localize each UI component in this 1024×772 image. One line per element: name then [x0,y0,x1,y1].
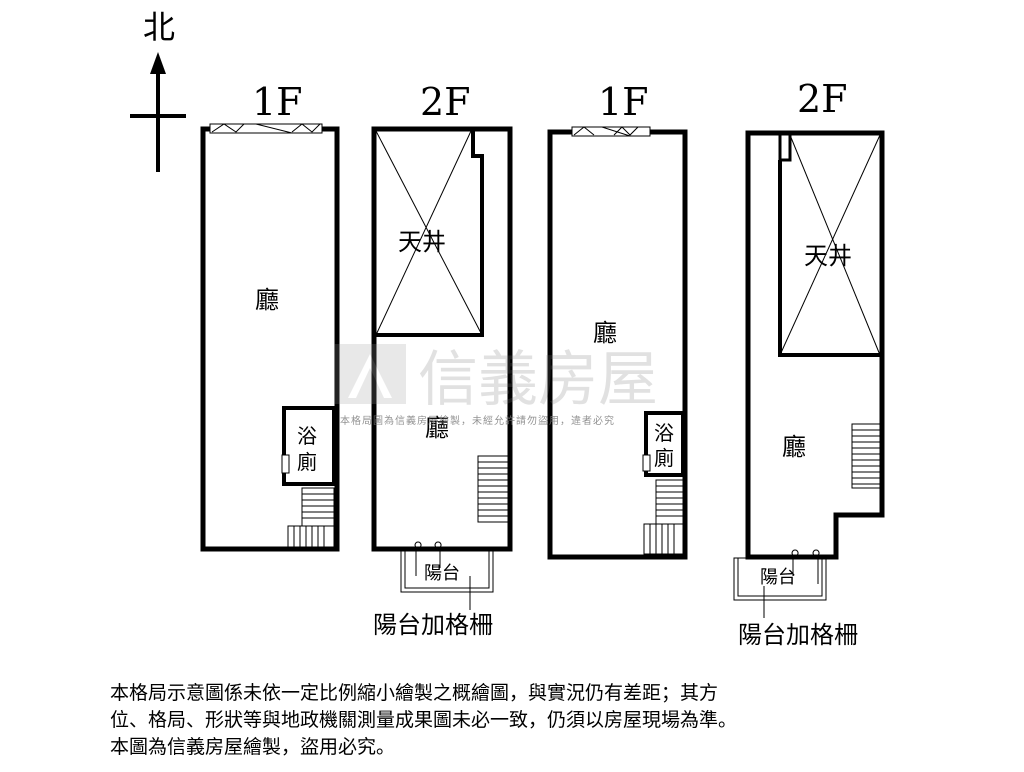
bathroom-wall [282,406,336,486]
brand-logo-icon: 信義房屋 [334,344,658,415]
plan-2f-left: 2F 天井 廳 陽台 陽台加格柵 [371,80,513,639]
room-label-bath: 浴 [297,424,317,448]
brand-watermark: 信義房屋 [330,338,700,428]
room-label-atrium: 天井 [398,228,446,256]
room-label-living: 廳 [255,286,279,314]
floor-label: 1F [252,80,303,124]
north-label: 北 [143,8,175,46]
outer-wall [745,130,885,560]
atrium-void [778,134,881,357]
staircase-icon [851,423,881,489]
staircase-icon [477,455,509,523]
bathroom-door-icon [281,454,290,474]
atrium-void [375,130,484,337]
room-label-living: 廳 [593,319,617,347]
disclaimer: 本格局示意圖係未依一定比例縮小繪製之概繪圖，與實況仍有差距；其方 位、格局、形狀… [110,680,930,761]
staircase-icon [643,479,684,555]
room-label-living: 廳 [425,414,449,442]
room-label-balcony: 陽台 [760,567,796,588]
room-label-balcony: 陽台 [424,563,460,584]
disclaimer-line-2: 位、格局、形狀等與地政機關測量成果圖未必一致，仍須以房屋現場為準。 [110,709,738,731]
floor-label: 2F [797,77,848,121]
plan-1f-right: 1F 廳 浴 廁 [547,80,688,560]
callout-balcony-grille: 陽台加格柵 [738,621,858,649]
plan-2f-right: 2F 天井 廳 陽台 陽台加格柵 [733,77,885,649]
floor-label: 1F [598,80,649,124]
room-label-bath: 浴 [654,421,674,445]
balcony [733,549,827,601]
plan-1f-left: 1F 廳 浴 廁 [200,80,340,552]
disclaimer-line-1: 本格局示意圖係未依一定比例縮小繪製之概繪圖，與實況仍有差距；其方 [110,682,719,704]
bathroom-wall [644,411,685,477]
floor-label: 2F [420,80,471,124]
north-arrow-icon [150,52,166,74]
staircase-icon [287,487,335,549]
watermark-notice: 本格局圖為信義房屋繪製，未經允許請勿盜用，違者必究 [340,416,615,427]
north-compass: 北 [130,8,186,172]
room-label-atrium: 天井 [804,242,852,270]
window-icon [571,126,651,137]
room-label-living: 廳 [782,433,806,461]
balcony [400,541,494,593]
bathroom-door-icon [642,454,651,472]
room-label-toilet: 廁 [297,450,317,474]
outer-wall [371,126,513,552]
disclaimer-line-3: 本圖為信義房屋繪製，盜用必究。 [110,736,396,758]
room-label-toilet: 廁 [654,446,674,470]
callout-balcony-grille: 陽台加格柵 [373,611,493,639]
window-icon [209,123,323,134]
watermark-brand-text: 信義房屋 [418,345,658,415]
